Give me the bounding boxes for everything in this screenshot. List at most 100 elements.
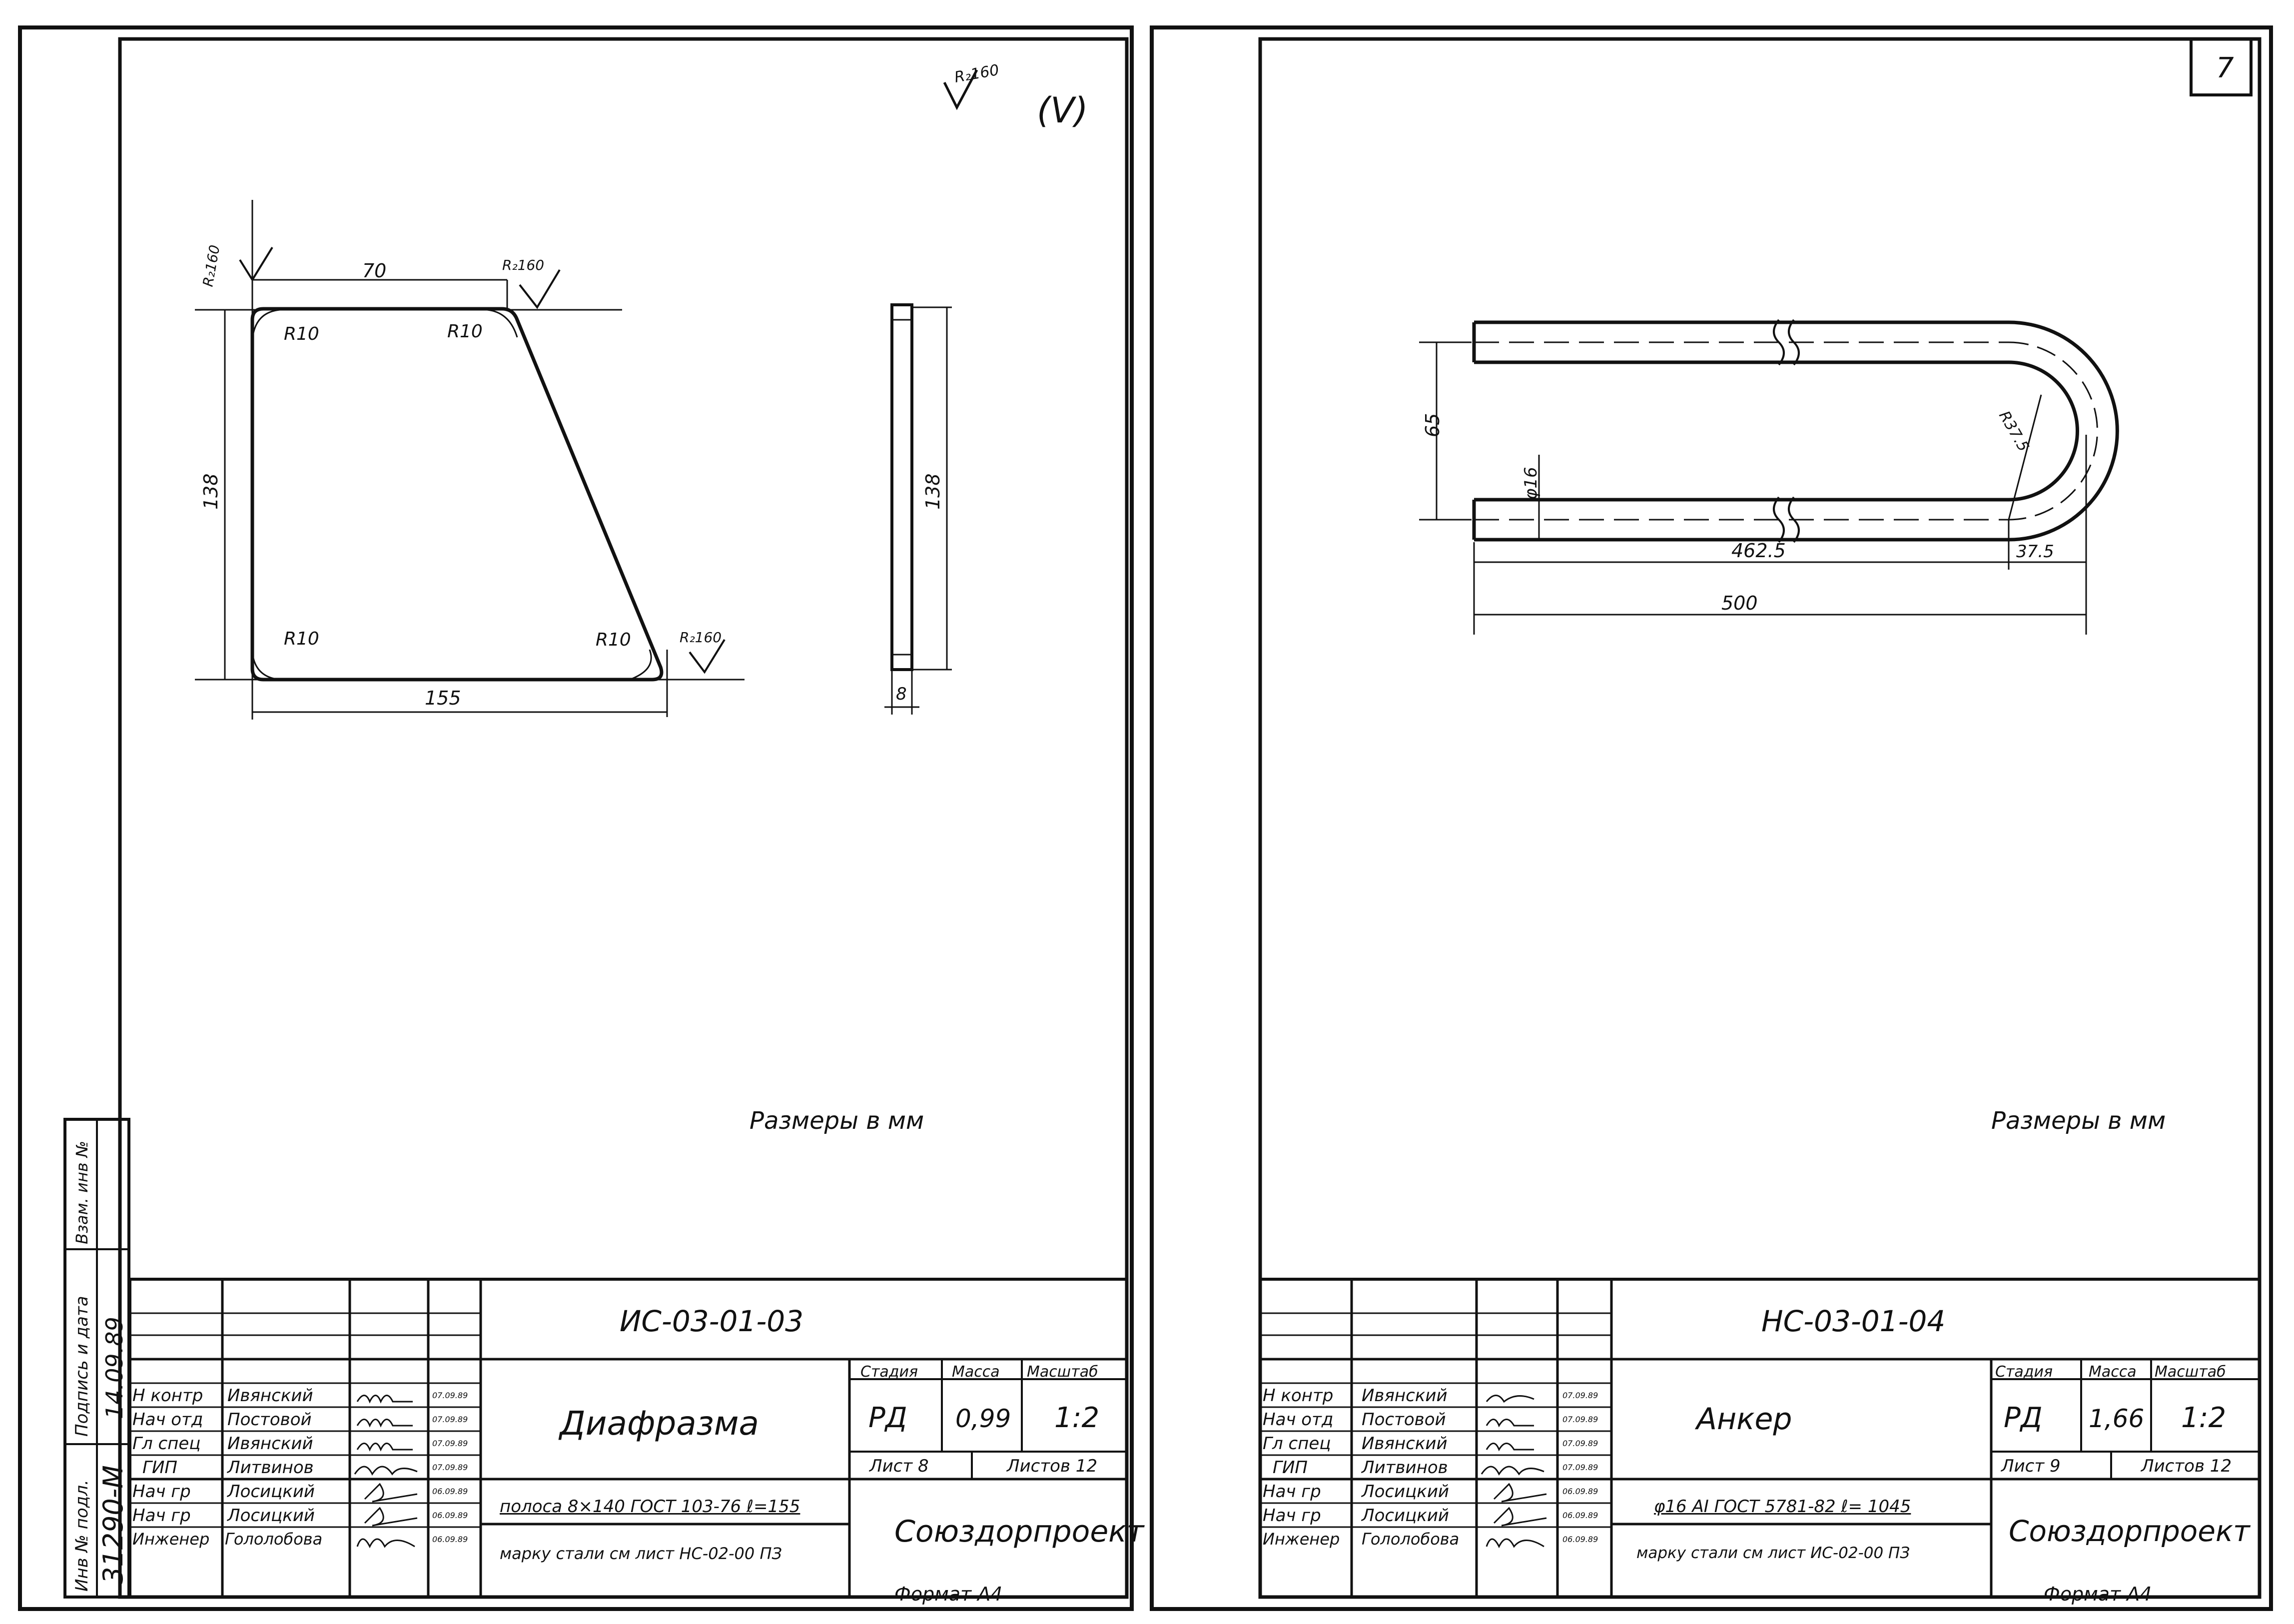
- stamp-vzam-label: Взам. инв №: [72, 1141, 91, 1244]
- dim-height: 65: [1422, 413, 1444, 437]
- person-date: 07.09.89: [432, 1439, 468, 1448]
- person-role: Инженер: [1263, 1530, 1340, 1549]
- left-stage-label: Стадия: [860, 1363, 918, 1381]
- person-role: Н контр: [1263, 1386, 1334, 1406]
- left-format: Формат А4: [894, 1583, 1003, 1605]
- person-role: Нач гр: [1263, 1506, 1321, 1526]
- person-name: Ивянский: [227, 1386, 313, 1406]
- radius-label: R10: [284, 629, 319, 649]
- person-name: Ивянский: [1362, 1386, 1448, 1406]
- person-role: Нач отд: [1263, 1410, 1334, 1430]
- person-role: ГИП: [1273, 1458, 1308, 1478]
- person-role: Гл спец: [1263, 1434, 1331, 1454]
- dim-straight: 462.5: [1731, 540, 1786, 562]
- people-row: Гл спец Ивянский 07.09.89: [132, 1434, 482, 1458]
- right-scale: 1:2: [2181, 1402, 2227, 1434]
- right-material-line2: марку стали см лист ИС-02-00 ПЗ: [1636, 1544, 1910, 1562]
- left-mass-label: Масса: [952, 1363, 1000, 1381]
- right-title-block: [1260, 1278, 2260, 1597]
- person-role: Нач гр: [132, 1482, 191, 1502]
- person-name: Гололобова: [225, 1530, 323, 1549]
- person-role: Нач гр: [1263, 1482, 1321, 1502]
- left-stage: РД: [868, 1402, 907, 1434]
- right-scale-label: Масштаб: [2155, 1363, 2226, 1381]
- person-name: Гололобова: [1362, 1530, 1460, 1549]
- dim-total: 500: [1721, 592, 1758, 614]
- dim-bottom: 155: [425, 687, 461, 709]
- right-stage: РД: [2004, 1402, 2043, 1434]
- radius-label: R10: [596, 630, 631, 650]
- people-row: Инженер Гололобова 06.09.89: [132, 1530, 482, 1554]
- person-role: Нач отд: [132, 1410, 203, 1430]
- people-row: Н контр Ивянский 07.09.89: [1263, 1386, 1612, 1410]
- diaphragm-side-view: [884, 303, 952, 715]
- person-name: Ивянский: [1362, 1434, 1448, 1454]
- people-row: Н контр Ивянский 07.09.89: [132, 1386, 482, 1410]
- people-row: Нач отд Постовой 07.09.89: [132, 1410, 482, 1434]
- person-role: Инженер: [132, 1530, 210, 1549]
- roughness-label: R₂160: [680, 629, 722, 646]
- diaphragm-drawing: [195, 69, 978, 720]
- person-date: 07.09.89: [432, 1463, 468, 1472]
- people-row: Нач гр Лосицкий 06.09.89: [132, 1482, 482, 1506]
- left-units-note: Размеры в мм: [750, 1107, 924, 1135]
- roughness-mark: (V): [1037, 90, 1088, 131]
- person-date: 07.09.89: [1562, 1439, 1598, 1448]
- person-name: Лосицкий: [1362, 1482, 1450, 1502]
- dim-left: 138: [200, 473, 222, 510]
- people-row: Нач гр Лосицкий 06.09.89: [1263, 1506, 1612, 1530]
- people-row: Гл спец Ивянский 07.09.89: [1263, 1434, 1612, 1458]
- stamp-sign-label: Подпись и дата: [72, 1296, 92, 1437]
- people-row: Нач гр Лосицкий 06.09.89: [1263, 1482, 1612, 1506]
- person-name: Лосицкий: [227, 1482, 315, 1502]
- person-date: 06.09.89: [432, 1487, 468, 1496]
- left-material-line2: марку стали см лист НС-02-00 ПЗ: [500, 1544, 782, 1563]
- person-role: Нач гр: [132, 1506, 191, 1526]
- people-row: Нач гр Лосицкий 06.09.89: [132, 1506, 482, 1530]
- person-role: Гл спец: [132, 1434, 201, 1454]
- anchor-drawing: [1419, 319, 2119, 635]
- right-organization: Союздорпроект: [2009, 1514, 2250, 1548]
- sheet-number-box: [2190, 37, 2253, 96]
- person-role: ГИП: [142, 1458, 177, 1478]
- left-title-block: [128, 1278, 1127, 1597]
- people-row: Нач отд Постовой 07.09.89: [1263, 1410, 1612, 1434]
- right-drawing-code: НС-03-01-04: [1761, 1304, 1946, 1338]
- right-format: Формат А4: [2044, 1583, 2152, 1605]
- right-sheets: Листов 12: [2141, 1456, 2232, 1476]
- person-date: 07.09.89: [1562, 1463, 1598, 1472]
- person-role: Н контр: [132, 1386, 203, 1406]
- left-scale: 1:2: [1054, 1402, 1100, 1434]
- right-mass: 1,66: [2089, 1404, 2145, 1433]
- signature-marks: [354, 1395, 1547, 1549]
- left-drawing-code: ИС-03-01-03: [620, 1304, 804, 1338]
- stamp-inv-value: 31290-М: [97, 1465, 129, 1584]
- right-sheet: Лист 9: [2001, 1456, 2061, 1476]
- left-sheet-border: [18, 25, 1134, 1611]
- left-sheets: Листов 12: [1007, 1456, 1098, 1476]
- person-date: 07.09.89: [432, 1415, 468, 1424]
- right-sheet-border: [1150, 25, 2273, 1611]
- left-people-table: Н контр Ивянский 07.09.89 Нач отд Постов…: [132, 1386, 482, 1554]
- dim-thickness: 8: [896, 684, 907, 704]
- dim-bend: 37.5: [2016, 542, 2054, 562]
- left-inner-frame: [118, 37, 1129, 1599]
- right-units-note: Размеры в мм: [1991, 1107, 2166, 1135]
- roughness-label: R₂160: [502, 257, 544, 273]
- person-date: 06.09.89: [1562, 1511, 1598, 1520]
- person-name: Постовой: [227, 1410, 312, 1430]
- radius-label: R10: [284, 324, 319, 344]
- person-date: 07.09.89: [1562, 1391, 1598, 1400]
- dim-top: 70: [362, 260, 386, 282]
- dim-side: 138: [922, 473, 944, 510]
- person-date: 07.09.89: [1562, 1415, 1598, 1424]
- stamp-inv-label: Инв № подл.: [72, 1480, 92, 1592]
- person-date: 06.09.89: [432, 1511, 468, 1520]
- right-people-table: Н контр Ивянский 07.09.89 Нач отд Постов…: [1263, 1386, 1612, 1554]
- person-name: Литвинов: [227, 1458, 314, 1478]
- person-date: 06.09.89: [432, 1535, 468, 1544]
- person-date: 06.09.89: [1562, 1535, 1598, 1544]
- right-material-line1: φ16 АІ ГОСТ 5781-82 ℓ= 1045: [1654, 1497, 1911, 1517]
- person-date: 06.09.89: [1562, 1487, 1598, 1496]
